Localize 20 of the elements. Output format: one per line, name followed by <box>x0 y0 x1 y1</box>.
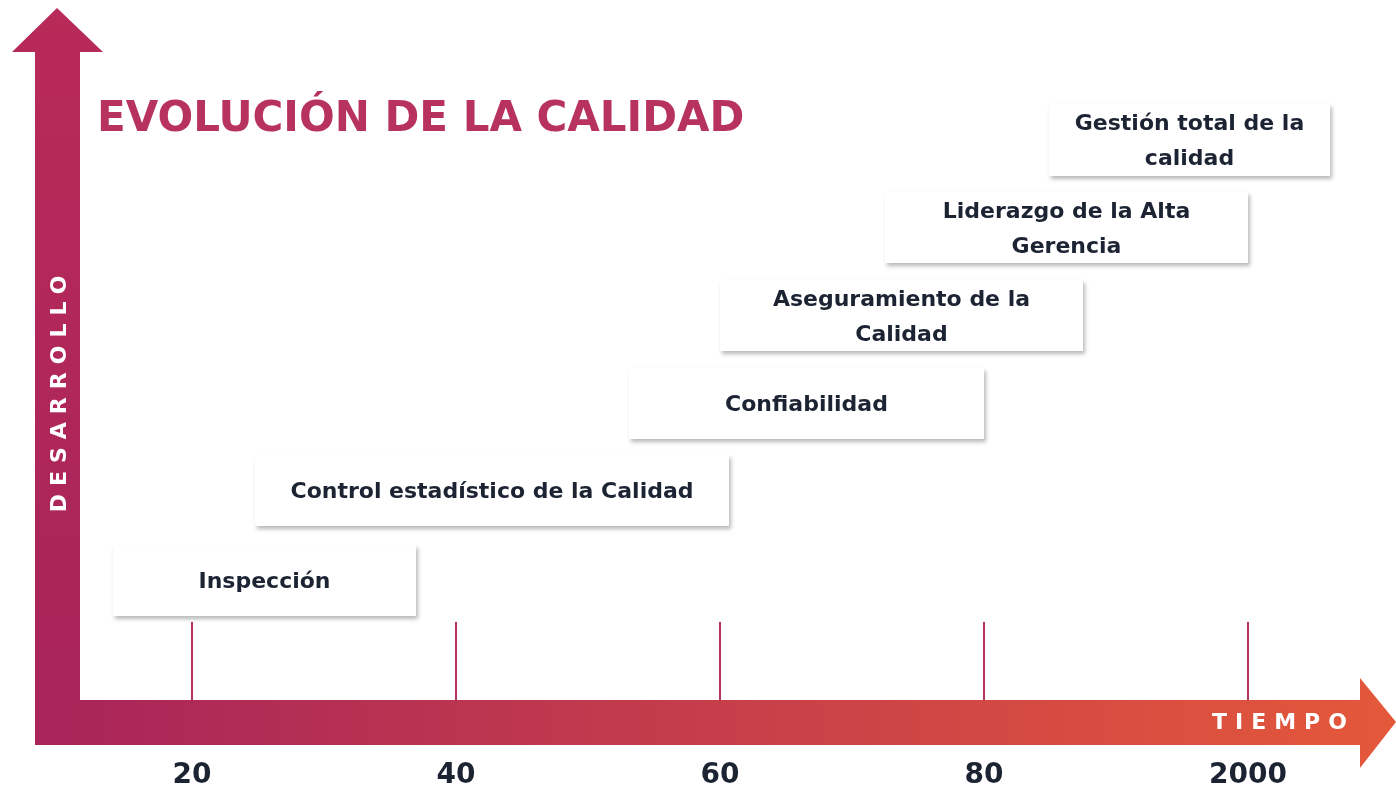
stage-box <box>1049 104 1330 176</box>
stage-box <box>720 280 1083 351</box>
stage-box <box>255 455 729 526</box>
tick-label: 20 <box>172 757 212 790</box>
tick-label: 2000 <box>1209 757 1287 790</box>
stage-box <box>885 192 1248 263</box>
stage-label: Inspección <box>198 567 331 595</box>
axis-label: TIEMPO <box>1212 709 1355 734</box>
tick-label: 40 <box>436 757 476 790</box>
tick-label: 80 <box>964 757 1004 790</box>
tick-label: 60 <box>700 757 740 790</box>
stage-label: Aseguramiento de la Calidad <box>771 284 1032 348</box>
title: EVOLUCIÓN DE LA CALIDAD <box>97 92 745 141</box>
stage-label: Confiabilidad <box>725 390 888 418</box>
stage-label: Control estadístico de la Calidad <box>290 477 694 505</box>
axis-label: DESARROLLO <box>45 267 71 513</box>
stage-box <box>113 545 416 616</box>
stage-label: Liderazgo de la Alta Gerencia <box>941 196 1192 260</box>
stage-label: Gestión total de la calidad <box>1073 109 1306 172</box>
stage-box <box>629 368 984 439</box>
